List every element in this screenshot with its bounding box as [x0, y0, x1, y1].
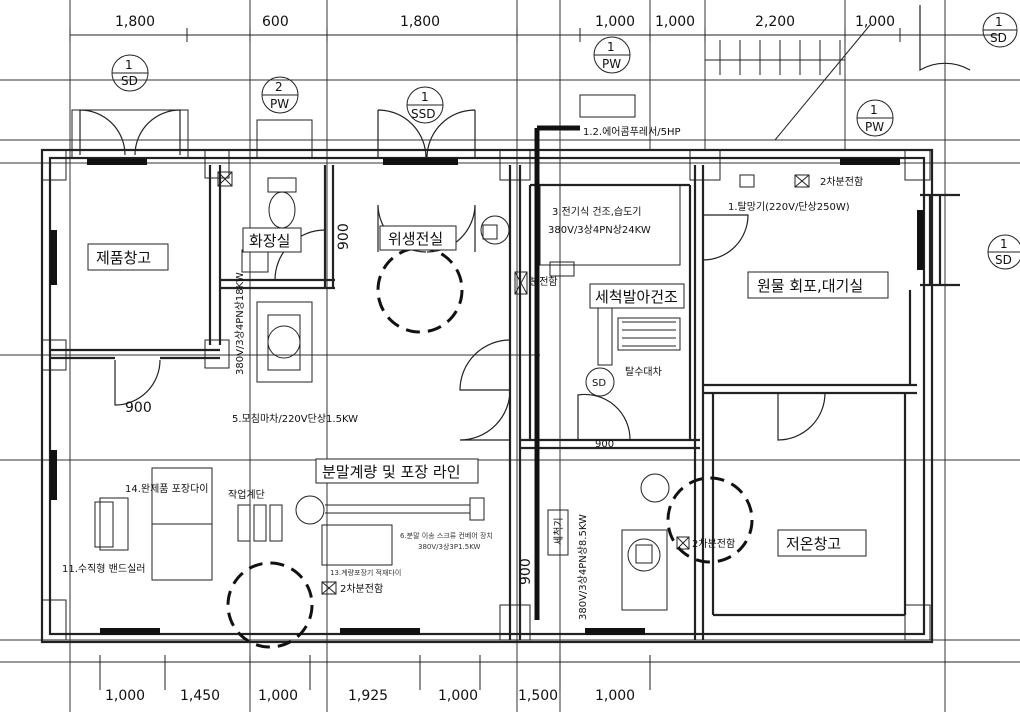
svg-text:PW: PW — [270, 97, 289, 111]
label-cart: 탈수대차 — [625, 365, 662, 378]
svg-text:1: 1 — [421, 90, 429, 104]
door-tag-4: 1 PW — [593, 36, 631, 74]
svg-text:SD: SD — [995, 253, 1012, 267]
label-dryer-spec: 380V/3상4PN상24KW — [548, 224, 651, 236]
door-tag-5: 1 PW — [856, 99, 894, 137]
room-line: 분말계량 및 포장 라인 — [322, 463, 461, 481]
room-sanitary: 위생전실 — [388, 230, 443, 248]
svg-text:PW: PW — [602, 57, 621, 71]
fixtures — [94, 171, 810, 611]
dim-top-3: 1,800 — [400, 14, 440, 30]
svg-text:2: 2 — [275, 80, 283, 94]
svg-text:PW: PW — [865, 120, 884, 134]
label-air-unit: 1.2.에어콤푸레서/5HP — [583, 126, 681, 138]
room-labels: 제품창고 화장실 위생전실 세척발아건조 원물 회포,대기실 저온창고 분말계량… — [87, 225, 889, 557]
dim-inner-1: 900 — [125, 400, 152, 416]
door-tag-8: SD — [585, 367, 615, 397]
dim-bottom-1: 1,000 — [105, 688, 145, 704]
door-tag-6: 1 SD — [982, 12, 1018, 48]
interior-walls — [50, 125, 960, 640]
room-low-temp: 저온창고 — [786, 535, 841, 553]
room-waiting: 원물 회포,대기실 — [757, 277, 863, 295]
svg-text:1: 1 — [995, 15, 1003, 29]
room-restroom: 화장실 — [249, 232, 290, 250]
door-tag-1: 1 SD — [111, 54, 149, 92]
label-work-table: 작업계단 — [228, 488, 265, 501]
dim-inner-4: 900 — [595, 439, 614, 450]
dim-top-2: 600 — [262, 14, 289, 30]
svg-text:SD: SD — [990, 31, 1007, 45]
dim-bottom-3: 1,000 — [258, 688, 298, 704]
door-tag-3: 1 SSD — [406, 86, 444, 124]
label-scale-note: 13.계량포장기 적재다이 — [330, 568, 401, 577]
label-sub-panel-3: 2차분전함 — [692, 538, 735, 550]
dashed-zones — [226, 246, 754, 649]
dim-top-7: 1,000 — [855, 14, 895, 30]
label-grinder: 5.모침마차/220V단상1.5KW — [232, 413, 358, 425]
bottom-dimensions: 1,000 1,450 1,000 1,925 1,000 1,500 1,00… — [70, 655, 1000, 704]
dim-bottom-4: 1,925 — [348, 688, 388, 704]
label-mixer-spec: 380V/3상4PN상18KW — [234, 272, 246, 375]
dim-top-4: 1,000 — [595, 14, 635, 30]
svg-text:1: 1 — [1000, 237, 1008, 251]
room-product-storage: 제품창고 — [96, 249, 151, 267]
dim-top-6: 2,200 — [755, 14, 795, 30]
label-dryer: 3.전기식 건조,습도기 — [552, 206, 642, 218]
label-wrap-table: 14.완제품 포장다이 — [125, 483, 208, 495]
label-sub-panel-1: 2차분전함 — [820, 176, 863, 188]
svg-text:SD: SD — [592, 378, 606, 389]
label-husker: 1.탈망기(220V/단상250W) — [728, 200, 850, 213]
dim-bottom-6: 1,500 — [518, 688, 558, 704]
inner-dimensions: 900 900 900 900 — [125, 223, 614, 585]
svg-text:1: 1 — [870, 103, 878, 117]
label-screw-spec: 380V/3상3P1.5KW — [418, 542, 481, 551]
svg-text:SSD: SSD — [411, 107, 435, 121]
label-sub-panel-2: 2차분전함 — [340, 583, 383, 595]
svg-text:1: 1 — [607, 40, 615, 54]
stair-steps — [705, 24, 871, 141]
door-tag-2: 2 PW — [261, 76, 299, 114]
dim-top-1: 1,800 — [115, 14, 155, 30]
doors — [71, 5, 971, 441]
svg-text:SD: SD — [121, 74, 138, 88]
label-panel: 분전함 — [530, 276, 558, 288]
label-sealer: 11.수직형 밴드실러 — [62, 563, 145, 575]
label-screw-note: 6.분말 이송 스크류 컨베어 장치 — [400, 531, 493, 540]
outer-walls — [40, 148, 934, 644]
dim-inner-2: 900 — [336, 223, 352, 250]
dim-bottom-7: 1,000 — [595, 688, 635, 704]
dim-bottom-5: 1,000 — [438, 688, 478, 704]
room-drying: 세척발아건조 — [595, 288, 678, 306]
door-tag-7: 1 SD — [987, 234, 1020, 270]
label-side: 세척기 — [553, 517, 565, 545]
label-machine-spec: 380V/3상4PN상8.5KW — [577, 514, 589, 620]
top-dimensions: 1,800 600 1,800 1,000 1,000 2,200 1,000 — [69, 14, 1000, 141]
dim-bottom-2: 1,450 — [180, 688, 220, 704]
svg-text:1: 1 — [125, 58, 133, 72]
dim-top-5: 1,000 — [655, 14, 695, 30]
dim-inner-3: 900 — [518, 558, 534, 585]
equipment-labels: 1.2.에어콤푸레서/5HP 3.전기식 건조,습도기 380V/3상4PN상2… — [62, 126, 863, 620]
